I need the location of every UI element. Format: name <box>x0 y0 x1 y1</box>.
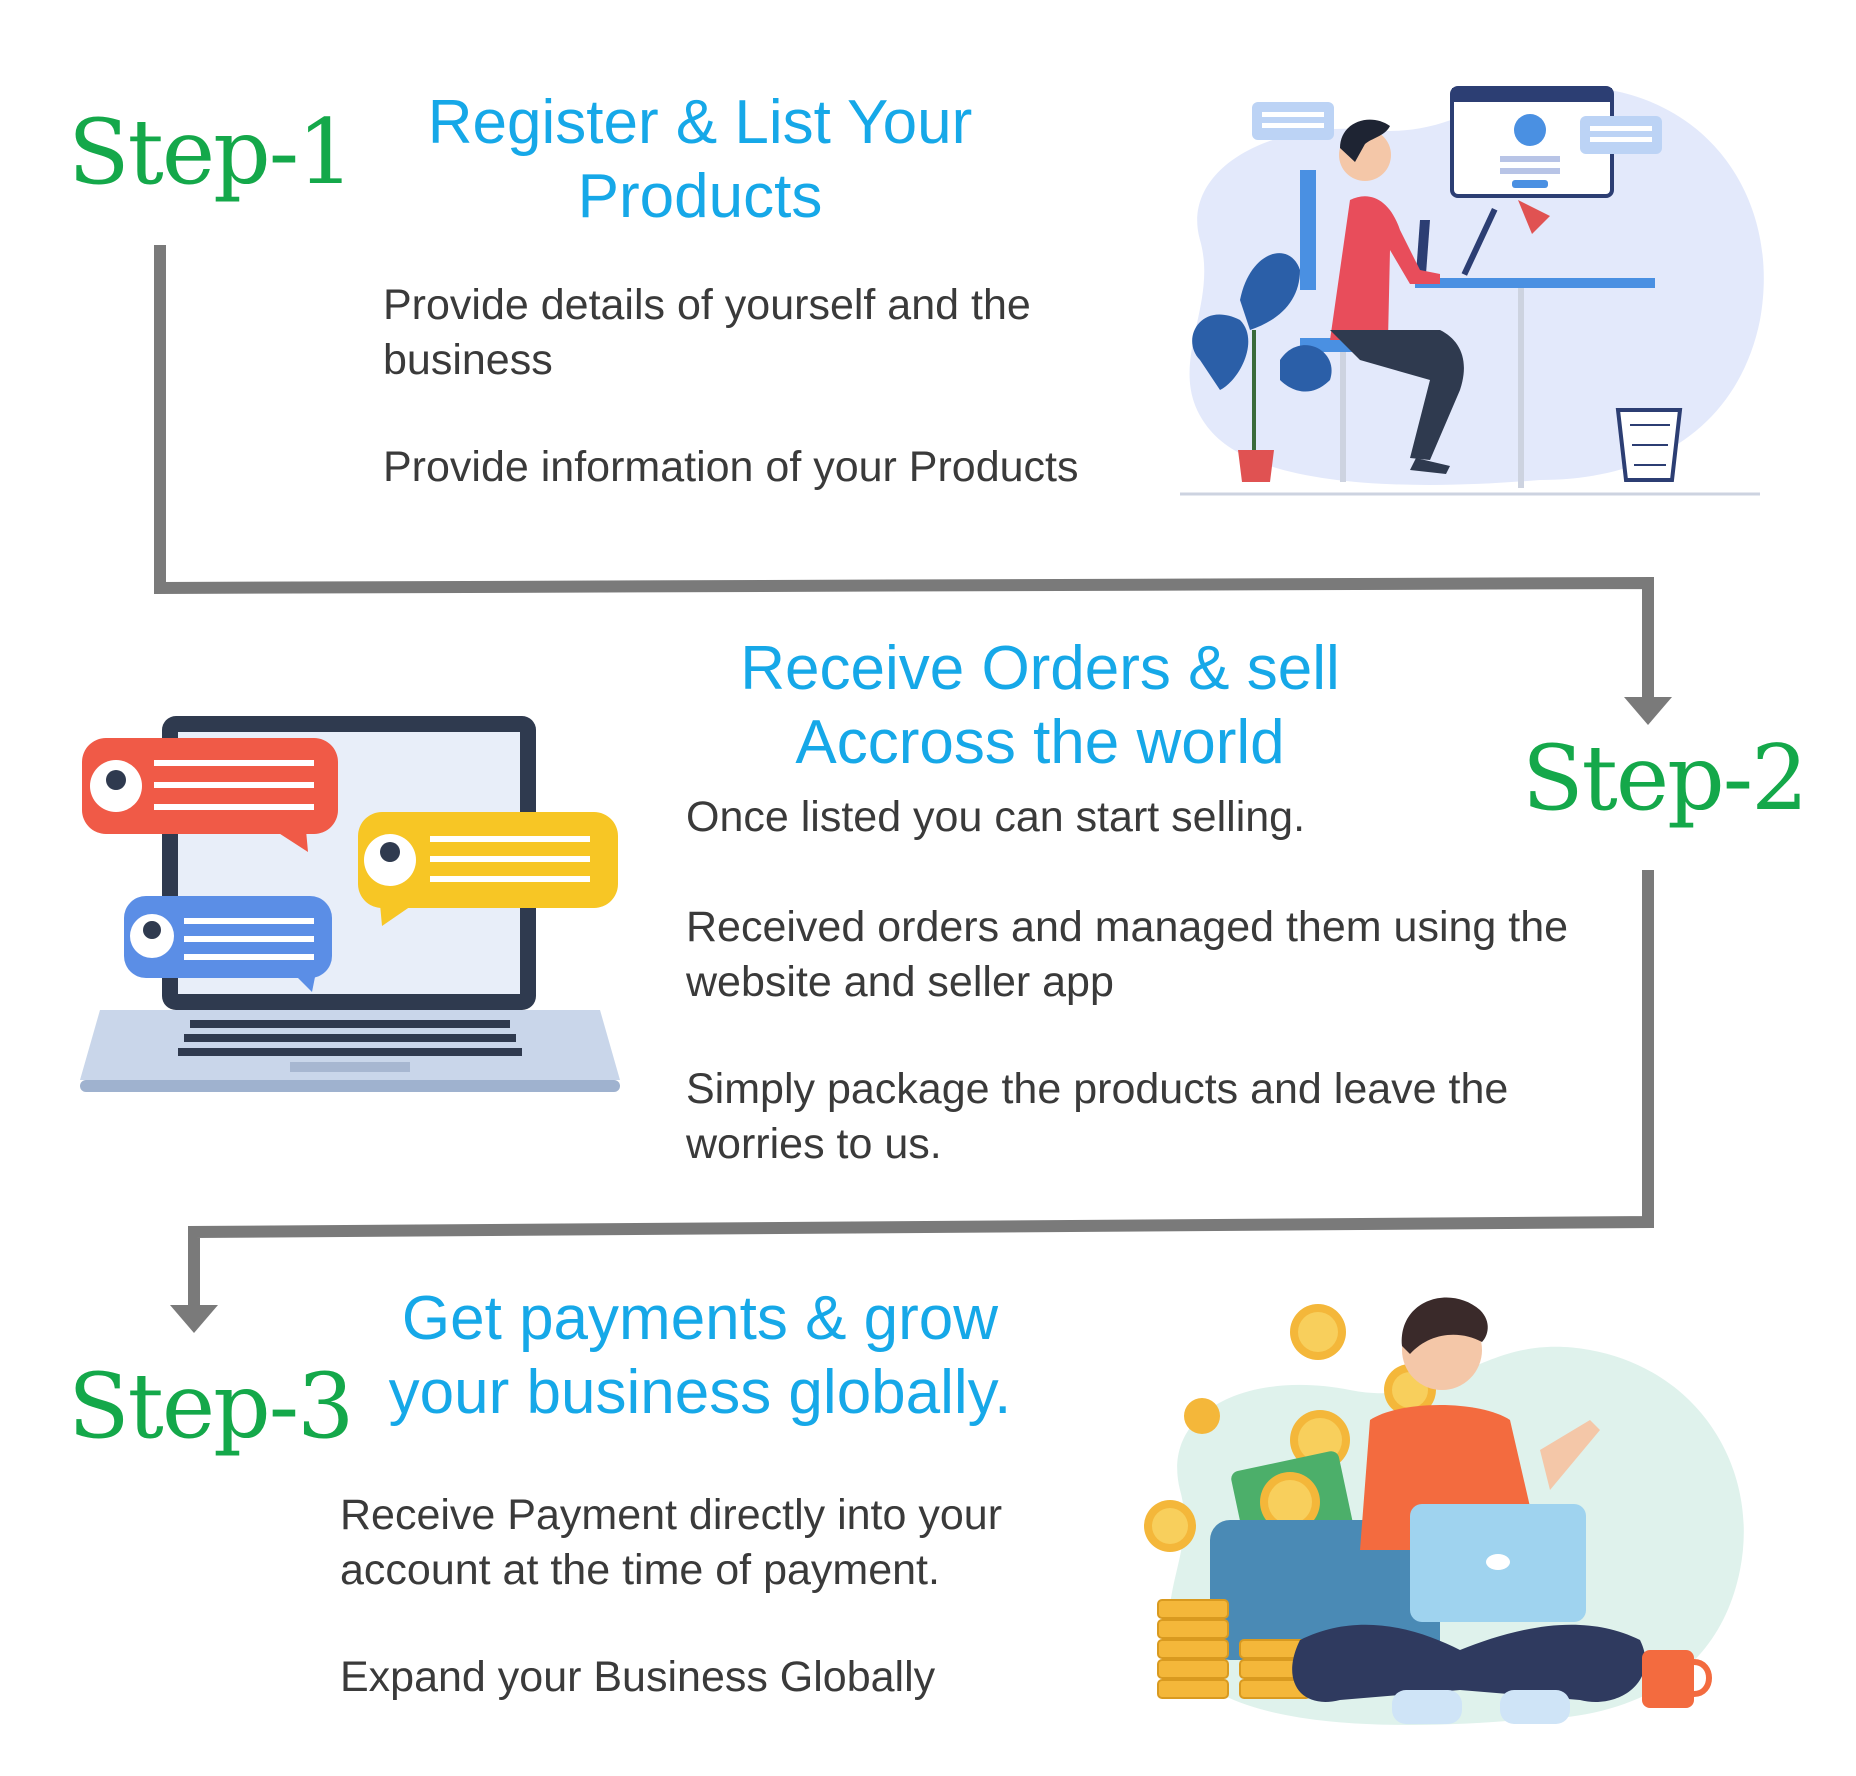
step-2-heading-line2: Accross the world <box>795 708 1285 777</box>
step-1-heading-line2: Products <box>577 162 823 231</box>
step-3-point: Receive Payment directly into your accou… <box>340 1491 1003 1594</box>
arrow-down-icon <box>1624 697 1672 725</box>
trash-bin-icon <box>1615 408 1683 482</box>
step-3-heading-line1: Get payments & grow <box>401 1284 999 1353</box>
person-at-desk-illustration <box>1180 86 1764 496</box>
step-2-point: Received orders and managed them using t… <box>686 903 1569 1006</box>
step-1-heading-line1: Register & List Your <box>427 88 973 157</box>
step-2-points: Once listed you can start selling. Recei… <box>686 790 1606 1224</box>
step-2-point: Simply package the products and leave th… <box>686 1065 1509 1168</box>
chat-bubble-icon <box>124 896 332 992</box>
dollar-coin-icon <box>1184 1398 1220 1434</box>
step-2-label: Step-2 <box>1522 726 1808 831</box>
step-1-points: Provide details of yourself and the busi… <box>383 278 1123 547</box>
step-2-heading-line1: Receive Orders & sell <box>740 634 1340 703</box>
step-2-point: Once listed you can start selling. <box>686 793 1306 841</box>
dollar-coin-icon <box>1290 1304 1346 1360</box>
arrow-down-icon <box>170 1305 218 1333</box>
step-3-point: Expand your Business Globally <box>340 1653 936 1701</box>
step-1-heading: Register & List Your Products <box>380 86 1020 234</box>
step-1-label: Step-1 <box>68 100 354 205</box>
laptop-chat-illustration <box>80 716 620 1092</box>
step-3-heading: Get payments & grow your business global… <box>340 1282 1060 1430</box>
step-3-heading-line2: your business globally. <box>388 1358 1012 1427</box>
chat-bubble-icon <box>358 812 618 926</box>
step-3-points: Receive Payment directly into your accou… <box>340 1488 1100 1757</box>
step-2-heading: Receive Orders & sell Accross the world <box>700 632 1380 780</box>
dollar-coin-icon <box>1144 1500 1196 1552</box>
person-with-money-illustration <box>1144 1297 1744 1725</box>
dollar-coin-icon <box>1260 1472 1320 1532</box>
coffee-mug-icon <box>1642 1650 1712 1708</box>
chat-bubble-icon <box>82 738 338 852</box>
step-1-point: Provide details of yourself and the busi… <box>383 281 1031 384</box>
browser-window-icon <box>1450 86 1614 198</box>
step-3-label: Step-3 <box>68 1354 354 1459</box>
step-1-point: Provide information of your Products <box>383 443 1079 491</box>
